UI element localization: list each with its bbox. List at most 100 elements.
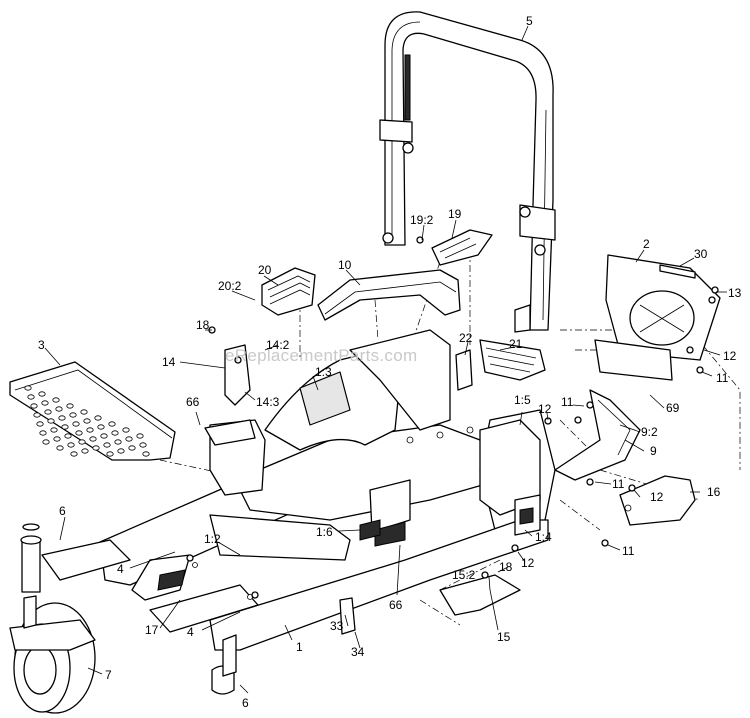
pin-30 <box>659 264 696 279</box>
plate-hole <box>128 445 136 451</box>
plate-hole <box>92 445 100 451</box>
plate-hole <box>39 430 47 436</box>
callout-21: 21 <box>509 337 523 351</box>
callout-labels: 5 19:2 19 2 30 20 20:2 10 13 3 18 14:2 1… <box>38 14 742 710</box>
callout-17: 17 <box>145 623 159 637</box>
callout-33: 33 <box>330 619 344 633</box>
plate-hole <box>114 439 122 445</box>
plate-hole <box>122 427 130 433</box>
callout-15: 15 <box>497 630 511 644</box>
plate-hole <box>61 424 69 430</box>
callout-13: 13 <box>728 286 742 300</box>
fasteners <box>186 236 719 599</box>
plate-hole <box>72 421 80 427</box>
main-frame <box>41 329 556 695</box>
callout-11-a: 11 <box>716 371 729 385</box>
muffler-shield <box>431 229 493 266</box>
plate-hole <box>47 418 55 424</box>
plate-hole <box>36 421 44 427</box>
callout-14-3: 14:3 <box>256 395 280 409</box>
bracket-16 <box>619 475 696 526</box>
plate-hole <box>89 436 97 442</box>
plate-hole <box>70 451 78 457</box>
callout-1: 1 <box>296 640 303 654</box>
plate-hole <box>136 433 144 439</box>
callout-1-3: 1:3 <box>315 365 332 379</box>
plate-hole <box>75 430 83 436</box>
plate-hole <box>33 412 41 418</box>
callout-11-b: 11 <box>561 395 574 409</box>
callout-6-a: 6 <box>59 504 66 518</box>
watermark: eReplacementParts.com <box>225 346 417 365</box>
plate-hole <box>30 403 38 409</box>
plate-hole <box>53 436 61 442</box>
callout-10: 10 <box>338 258 352 272</box>
foot-plate <box>9 361 176 461</box>
rear-bumper <box>554 389 641 481</box>
callout-22: 22 <box>459 331 473 345</box>
callout-30: 30 <box>694 247 708 261</box>
plate-hole <box>111 430 119 436</box>
callout-12-c: 12 <box>650 490 664 504</box>
plate-hole <box>117 448 125 454</box>
callout-66-b: 66 <box>389 598 403 612</box>
callout-69: 69 <box>666 401 680 415</box>
callout-9-2: 9:2 <box>641 425 658 439</box>
plate-hole <box>52 397 60 403</box>
callout-2: 2 <box>643 237 650 251</box>
plate-hole <box>86 427 94 433</box>
bracket-14 <box>204 344 256 446</box>
rear-engine-plate <box>594 254 721 381</box>
callout-4-a: 4 <box>117 562 124 576</box>
callout-1-2: 1:2 <box>204 532 221 546</box>
battery-tray <box>261 267 316 316</box>
leader-lines <box>44 25 727 694</box>
plate-hole <box>41 400 49 406</box>
callout-18-a: 18 <box>196 318 210 332</box>
callout-1-5: 1:5 <box>514 393 531 407</box>
plate-hole <box>50 427 58 433</box>
plate-hole <box>56 445 64 451</box>
plate-hole <box>106 451 114 457</box>
callout-20-2: 20:2 <box>218 279 242 293</box>
callout-15-2: 15:2 <box>452 568 476 582</box>
callout-66-a: 66 <box>186 395 200 409</box>
callout-5: 5 <box>526 14 533 28</box>
callout-14-2: 14:2 <box>266 338 290 352</box>
callout-6-b: 6 <box>242 696 249 710</box>
plate-hole <box>38 391 46 397</box>
plate-hole <box>108 421 116 427</box>
callout-7: 7 <box>105 668 112 682</box>
callout-12-d: 12 <box>521 556 535 570</box>
heat-shields <box>455 339 546 391</box>
plate-hole <box>94 415 102 421</box>
plate-hole <box>142 451 150 457</box>
callout-1-4: 1:4 <box>535 530 552 544</box>
caster-wheel <box>9 523 96 714</box>
plate-hole <box>80 409 88 415</box>
callout-9: 9 <box>650 444 657 458</box>
callout-19-2: 19:2 <box>410 213 434 227</box>
bracket-33 <box>339 597 356 635</box>
rops-bar <box>379 11 556 333</box>
plate-hole <box>44 409 52 415</box>
plate-hole <box>83 418 91 424</box>
callout-4-b: 4 <box>187 625 194 639</box>
plate-hole <box>55 406 63 412</box>
callout-12-b: 12 <box>538 402 552 416</box>
plate-hole <box>64 433 72 439</box>
callout-12-a: 12 <box>723 349 737 363</box>
plate-hole <box>103 442 111 448</box>
callout-19: 19 <box>448 207 462 221</box>
plate-hole <box>24 385 32 391</box>
plate-hole <box>125 436 133 442</box>
plate-hole <box>27 394 35 400</box>
plate-hole <box>58 415 66 421</box>
callout-1-6: 1:6 <box>316 525 333 539</box>
callout-14: 14 <box>162 355 176 369</box>
plate-hole <box>78 439 86 445</box>
callout-11-d: 11 <box>622 544 635 558</box>
callout-16: 16 <box>707 485 721 499</box>
plate-holes <box>24 385 150 457</box>
